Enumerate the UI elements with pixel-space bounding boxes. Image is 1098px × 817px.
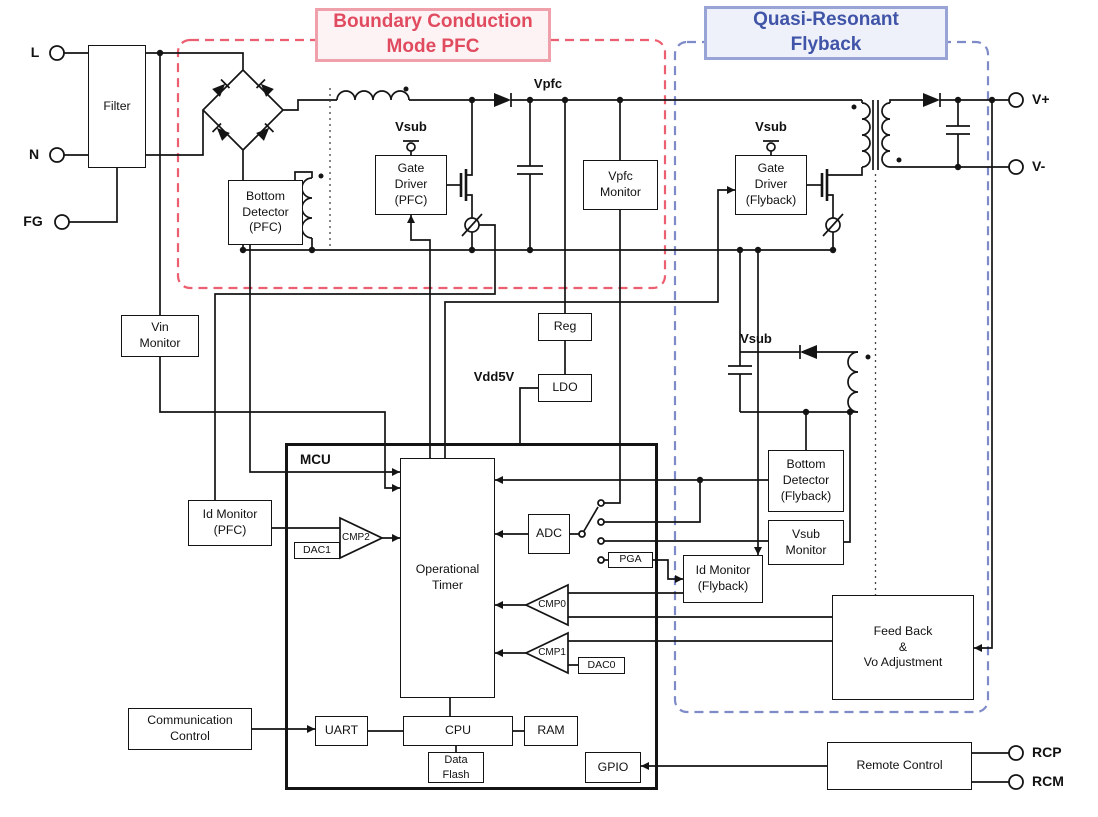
block-ldo: LDO [538, 374, 592, 402]
cmp2-label: CMP2 [342, 532, 370, 543]
pfc-mosfet [447, 100, 483, 250]
aux-vsub-circuit [728, 250, 871, 555]
cmp0-label: CMP0 [538, 599, 566, 610]
block-cpu: CPU [403, 716, 513, 746]
net-label-vsub-aux: Vsub [740, 331, 772, 346]
block-gpio: GPIO [585, 752, 641, 783]
block-dac1: DAC1 [294, 542, 340, 559]
flyback-title-line1: Quasi-Resonant [753, 9, 899, 31]
block-id-monitor-pfc: Id Monitor (PFC) [188, 500, 272, 546]
flyback-region-title: Quasi-Resonant Flyback [704, 6, 948, 60]
block-vsub-monitor: Vsub Monitor [768, 520, 844, 565]
block-uart: UART [315, 716, 368, 746]
block-communication-control: Communication Control [128, 708, 252, 750]
terminal-fg [54, 214, 70, 230]
cmp1-symbol [524, 631, 569, 675]
block-bottom-detector-pfc: Bottom Detector (PFC) [228, 180, 303, 245]
output-stage [946, 100, 993, 649]
terminal-vplus [1008, 92, 1024, 108]
terminal-label-n: N [28, 146, 40, 162]
net-label-vsub-flyback: Vsub [755, 119, 787, 134]
pfc-capacitor [517, 100, 543, 250]
cmp0-symbol [524, 583, 569, 627]
terminal-label-fg: FG [23, 213, 43, 229]
arrowheads [307, 186, 982, 770]
gate-drive-routes [410, 189, 735, 458]
block-feedback-vo-adjustment: Feed Back & Vo Adjustment [832, 595, 974, 700]
vsub-supply-symbol-pfc [403, 140, 419, 155]
flyback-mosfet [807, 169, 844, 250]
mcu-bus-wires [252, 698, 1009, 783]
vpfc-monitor-wires [604, 100, 621, 504]
block-gate-driver-pfc: Gate Driver (PFC) [375, 155, 447, 215]
terminal-label-vplus: V+ [1032, 91, 1050, 107]
block-bottom-detector-flyback: Bottom Detector (Flyback) [768, 450, 844, 512]
block-adc: ADC [528, 514, 570, 554]
terminal-n [49, 147, 65, 163]
id-monitor-pfc-wire [214, 224, 496, 500]
block-vin-monitor: Vin Monitor [121, 315, 199, 357]
terminal-l [49, 45, 65, 61]
terminal-rcm [1008, 774, 1024, 790]
adc-mux [495, 480, 768, 580]
cmp1-label: CMP1 [538, 647, 566, 658]
block-ram: RAM [524, 716, 578, 746]
terminal-label-rcp: RCP [1032, 744, 1062, 760]
pfc-region-title: Boundary Conduction Mode PFC [315, 8, 551, 62]
cmp2-symbol [339, 516, 384, 560]
terminal-label-l: L [30, 44, 40, 60]
pfc-title-line2: Mode PFC [386, 36, 480, 57]
vin-monitor-wires [159, 53, 400, 489]
vsub-supply-symbol-flyback [763, 140, 779, 155]
block-mcu [285, 443, 658, 790]
bridge-rectifier [146, 52, 337, 250]
terminal-label-rcm: RCM [1032, 773, 1064, 789]
block-dac0: DAC0 [578, 657, 625, 674]
block-remote-control: Remote Control [827, 742, 972, 790]
terminal-label-vminus: V- [1032, 158, 1046, 174]
block-pga: PGA [608, 552, 653, 568]
flyback-title-line2: Flyback [790, 34, 862, 55]
terminal-vminus [1008, 159, 1024, 175]
block-operational-timer: Operational Timer [400, 458, 495, 698]
io-terminals [49, 45, 1024, 790]
pfc-title-line1: Boundary Conduction [333, 11, 533, 33]
block-gate-driver-flyback: Gate Driver (Flyback) [735, 155, 807, 215]
net-label-vpfc: Vpfc [533, 76, 563, 91]
block-data-flash: Data Flash [428, 752, 484, 783]
net-label-vdd5v: Vdd5V [473, 369, 515, 384]
block-reg: Reg [538, 313, 592, 341]
terminal-rcp [1008, 745, 1024, 761]
junction-dots [156, 49, 996, 484]
mcu-label: MCU [300, 452, 331, 467]
block-id-monitor-flyback: Id Monitor (Flyback) [683, 555, 763, 603]
vpfc-reg-ldo-wires [519, 100, 566, 443]
block-filter: Filter [88, 45, 146, 168]
net-label-vsub-pfc: Vsub [395, 119, 427, 134]
flyback-region-outline [673, 40, 990, 714]
block-vpfc-monitor: Vpfc Monitor [583, 160, 658, 210]
bottom-detector-pfc-wire [249, 245, 400, 473]
pfc-inductor [336, 86, 410, 101]
ac-input-wires [64, 52, 118, 223]
block-filter-label: Filter [103, 98, 131, 113]
dc-rail [409, 93, 862, 107]
